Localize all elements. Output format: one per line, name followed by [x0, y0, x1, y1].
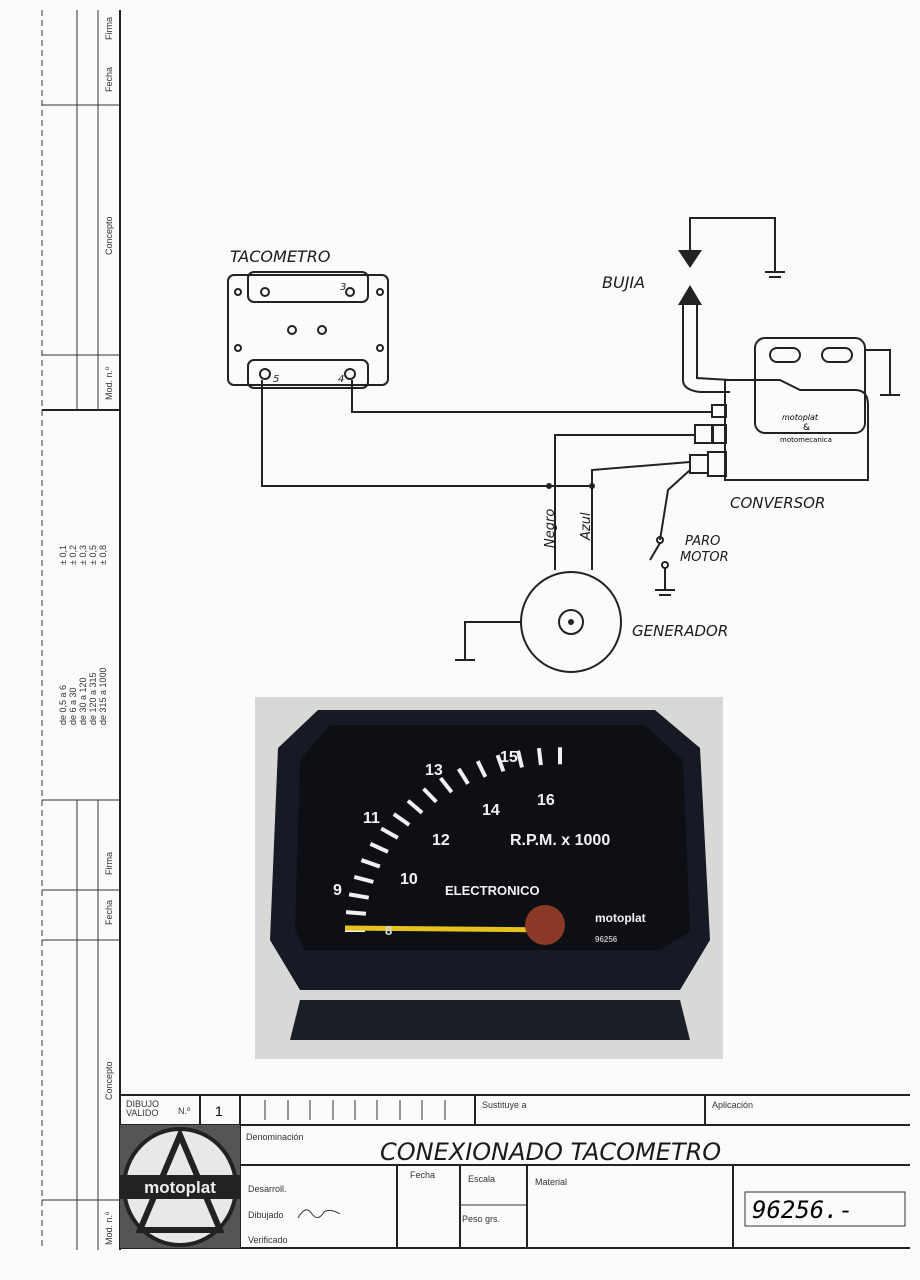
rpm-label: R.P.M. x 1000: [510, 832, 610, 849]
svg-text:motoplat: motoplat: [144, 1178, 216, 1197]
margin-strip: Firma Fecha Concepto Mod. n.º ± 0,1 ± 0,…: [41, 10, 121, 1250]
svg-text:de 30 a 120: de 30 a 120: [78, 677, 88, 725]
dial-tick: [380, 826, 399, 840]
svg-text:± 0,5: ± 0,5: [88, 545, 98, 565]
wiring-diagram: TACOMETRO 3 5 4 BUJIA: [227, 217, 900, 673]
dial-number-11: 11: [363, 810, 380, 827]
svg-text:Dibujado: Dibujado: [248, 1210, 284, 1220]
dial-number-12: 12: [432, 832, 450, 849]
dial-number-9: 9: [333, 882, 342, 899]
bujia-label: BUJIA: [602, 273, 645, 292]
svg-text:Aplicación: Aplicación: [712, 1100, 753, 1110]
svg-text:5: 5: [273, 374, 279, 385]
svg-text:± 0,1: ± 0,1: [58, 545, 68, 565]
generador-label: GENERADOR: [632, 622, 728, 640]
needle-hub: [525, 905, 565, 945]
svg-text:de 120 a 315: de 120 a 315: [88, 672, 98, 725]
svg-text:Mod. n.º: Mod. n.º: [104, 1211, 114, 1245]
photo-part-no: 96256: [595, 935, 618, 944]
dial-number-8: 8: [385, 923, 392, 938]
title-block: DIBUJO VALIDO N.º 1 Sustituye a Aplicaci…: [120, 1094, 910, 1249]
tacometro-label: TACOMETRO: [230, 247, 330, 266]
svg-text:Fecha: Fecha: [410, 1170, 435, 1180]
svg-text:Fecha: Fecha: [104, 900, 114, 925]
negro-label: Negro: [543, 509, 558, 548]
tacometro-unit: 3 5 4: [227, 271, 389, 389]
svg-text:3: 3: [340, 282, 346, 293]
svg-text:Denominación: Denominación: [246, 1132, 304, 1142]
dial-number-16: 16: [537, 792, 555, 809]
margin-firma: Firma: [104, 17, 114, 40]
svg-text:VALIDO: VALIDO: [126, 1108, 158, 1118]
svg-text:4: 4: [338, 374, 344, 385]
dial-tick: [516, 750, 524, 768]
svg-text:Material: Material: [535, 1177, 567, 1187]
svg-text:Peso grs.: Peso grs.: [462, 1214, 500, 1224]
dial-tick: [345, 910, 367, 916]
margin-fecha: Fecha: [104, 67, 114, 92]
svg-text:de 0,5 a 6: de 0,5 a 6: [58, 685, 68, 725]
generador-unit: GENERADOR: [455, 571, 728, 673]
paro-label: PARO: [685, 534, 720, 549]
dial-number-15: 15: [500, 749, 518, 766]
svg-text:DIBUJO: DIBUJO: [126, 1099, 159, 1109]
svg-text:motoplat: motoplat: [782, 413, 819, 422]
svg-text:Desarroll.: Desarroll.: [248, 1184, 287, 1194]
dial-tick: [536, 747, 543, 766]
electronico-label: ELECTRONICO: [445, 883, 540, 898]
dial-tick: [353, 875, 374, 884]
margin-concepto: Concepto: [104, 216, 114, 255]
drawing-sheet-number: 1: [215, 1103, 223, 1119]
dial-tick: [438, 776, 454, 794]
svg-text:± 0,3: ± 0,3: [78, 545, 88, 565]
svg-text:Concepto: Concepto: [104, 1061, 114, 1100]
tolerance-table: ± 0,1 ± 0,2 ± 0,3 ± 0,5 ± 0,8 de 0,5 a 6…: [58, 545, 108, 725]
dial-tick: [369, 842, 389, 854]
dial-tick: [406, 799, 424, 815]
tachometer-photo: 9 10 11 12 13 14 15 16 8 R.P.M. x 1000 E…: [255, 697, 723, 1059]
svg-text:Escala: Escala: [468, 1174, 495, 1184]
svg-text:Firma: Firma: [104, 852, 114, 875]
svg-text:motomecanica: motomecanica: [780, 436, 832, 444]
svg-text:N.º: N.º: [178, 1106, 191, 1116]
drawing-number: 96256.-: [752, 1196, 853, 1224]
svg-text:Verificado: Verificado: [248, 1235, 288, 1245]
svg-text:de 315 a 1000: de 315 a 1000: [98, 667, 108, 725]
dial-number-14: 14: [482, 802, 500, 819]
dial-tick: [475, 760, 488, 778]
motoplat-logo: motoplat: [120, 1125, 240, 1248]
motor-label: MOTOR: [680, 550, 729, 565]
dial-tick: [348, 892, 370, 900]
dial-tick: [392, 812, 411, 827]
azul-label: Azul: [579, 512, 594, 541]
signature: [297, 1209, 341, 1219]
conversor-unit: motoplat & motomecanica CONVERSOR: [689, 337, 900, 512]
svg-text:± 0,8: ± 0,8: [98, 545, 108, 565]
dial-tick: [495, 754, 506, 773]
dial-tick: [422, 787, 438, 804]
svg-text:± 0,2: ± 0,2: [68, 545, 78, 565]
dial-tick: [456, 767, 470, 785]
margin-mod: Mod. n.º: [104, 366, 114, 400]
dial-tick: [360, 858, 381, 869]
dial-number-13: 13: [425, 762, 443, 779]
drawing-title: CONEXIONADO TACOMETRO: [380, 1138, 721, 1166]
dial-number-10: 10: [400, 871, 418, 888]
svg-text:Sustituye a: Sustituye a: [482, 1100, 527, 1110]
photo-brand: motoplat: [595, 911, 646, 925]
conversor-label: CONVERSOR: [730, 494, 825, 512]
svg-text:de 6 a 30: de 6 a 30: [68, 687, 78, 725]
needle: [344, 925, 556, 933]
svg-text:&: &: [803, 423, 810, 433]
